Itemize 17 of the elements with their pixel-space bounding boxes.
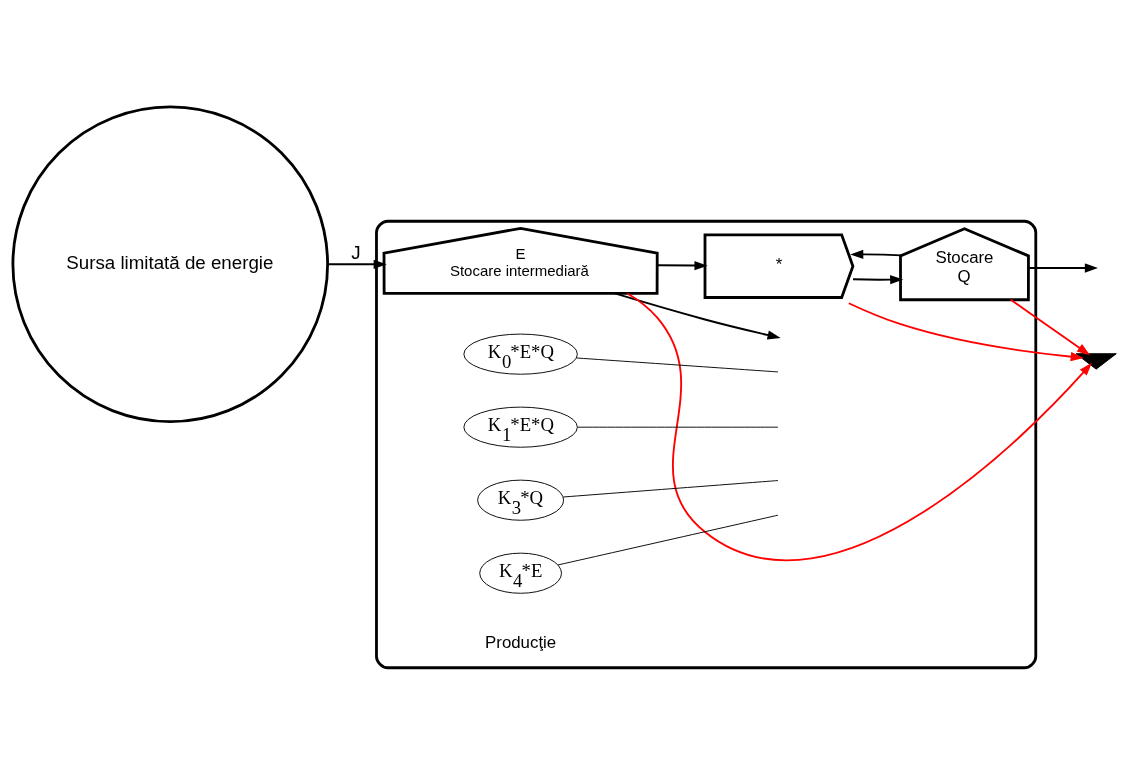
arrow <box>850 249 903 259</box>
edge-label: J <box>351 241 361 263</box>
arrow <box>326 259 387 269</box>
arrow <box>1027 262 1098 273</box>
connector <box>562 479 779 497</box>
arrow <box>1009 298 1091 355</box>
arrow <box>852 274 904 284</box>
arrow <box>656 260 708 270</box>
arrow <box>613 292 781 339</box>
node-ground <box>1075 352 1117 370</box>
node-circle: Sursa limitată de energie <box>11 105 329 423</box>
label: Producţie <box>485 632 557 652</box>
connector <box>577 426 779 428</box>
arrow <box>626 292 1092 561</box>
arrow <box>847 301 1084 361</box>
connector <box>557 514 779 565</box>
connector <box>576 357 779 372</box>
